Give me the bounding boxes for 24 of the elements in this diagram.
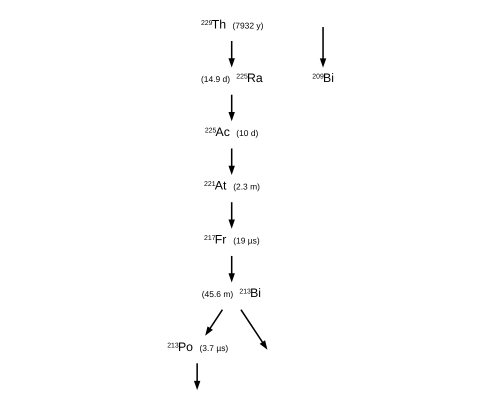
arrow bbox=[228, 148, 234, 175]
node-label: (19 µs) bbox=[232, 235, 260, 246]
node-label: (7932 y) bbox=[232, 20, 263, 30]
node-text: $^{213}$Po bbox=[166, 340, 192, 354]
arrow bbox=[228, 40, 234, 68]
arrow bbox=[228, 202, 234, 229]
node-text: $^{221}$At bbox=[204, 178, 226, 193]
arrow bbox=[228, 94, 234, 122]
node-text: $^{225}$Ra bbox=[236, 71, 262, 86]
node-text: $^{229}$Th bbox=[200, 17, 226, 32]
arrow bbox=[204, 309, 223, 336]
node-text: $^{209}$Bi bbox=[312, 71, 334, 86]
node-text: $^{213}$Bi bbox=[238, 286, 261, 300]
node-label: (3.7 µs) bbox=[198, 342, 228, 353]
arrow bbox=[193, 363, 200, 390]
arrow bbox=[228, 256, 234, 282]
node-text: $^{225}$Ac bbox=[204, 124, 230, 139]
node-label: (2.3 m) bbox=[232, 182, 260, 192]
arrow bbox=[240, 309, 267, 350]
node-text: $^{217}$Fr bbox=[204, 232, 226, 246]
node-label: (10 d) bbox=[236, 128, 258, 138]
arrow bbox=[319, 27, 326, 68]
node-label: (45.6 m) bbox=[201, 289, 233, 300]
node-label: (14.9 d) bbox=[200, 74, 230, 84]
